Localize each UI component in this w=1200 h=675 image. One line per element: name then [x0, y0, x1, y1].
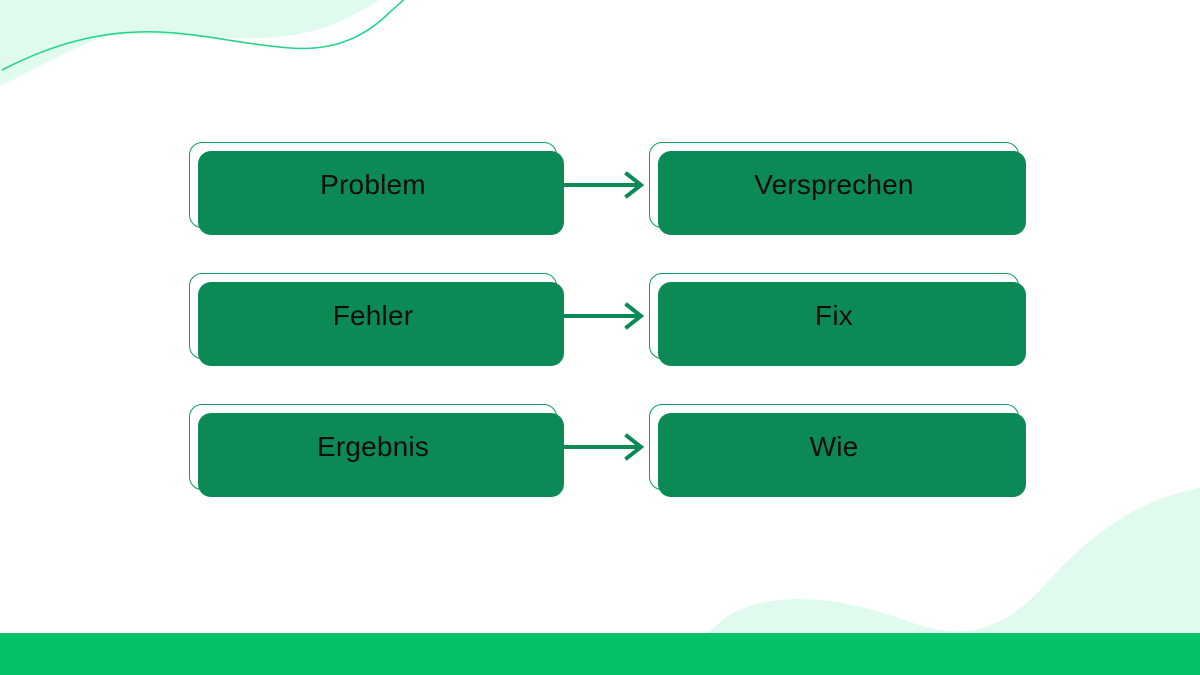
flow-node-right[interactable]: Wie	[649, 404, 1026, 497]
flow-node-label: Wie	[809, 431, 859, 462]
flow-node-label: Ergebnis	[316, 431, 430, 462]
arrow-right-icon	[561, 302, 645, 330]
flow-node-label: Fix	[815, 300, 853, 331]
flow-row: Ergebnis Wie	[189, 404, 1026, 497]
top-left-blob-shape	[0, 0, 380, 86]
flow-connector	[557, 404, 649, 490]
arrow-right-icon	[561, 171, 645, 199]
arrow-right-icon	[561, 433, 645, 461]
flow-row: Problem Versprechen	[189, 142, 1026, 235]
bottom-right-blob-shape	[695, 488, 1200, 645]
flow-node-right[interactable]: Versprechen	[649, 142, 1026, 235]
flow-node-label: Versprechen	[754, 169, 914, 200]
footer-bar	[0, 633, 1200, 675]
flow-node-label: Fehler	[332, 300, 414, 331]
flow-node-left[interactable]: Ergebnis	[189, 404, 564, 497]
flow-row: Fehler Fix	[189, 273, 1026, 366]
flow-node-label: Problem	[320, 169, 426, 200]
flow-node-left[interactable]: Fehler	[189, 273, 564, 366]
flow-diagram: Problem Versprechen Fehler Fix E	[189, 142, 1026, 497]
flow-connector	[557, 273, 649, 359]
top-left-curve-shape	[1, 0, 405, 71]
flow-node-right[interactable]: Fix	[649, 273, 1026, 366]
flow-connector	[557, 142, 649, 228]
flow-node-left[interactable]: Problem	[189, 142, 564, 235]
